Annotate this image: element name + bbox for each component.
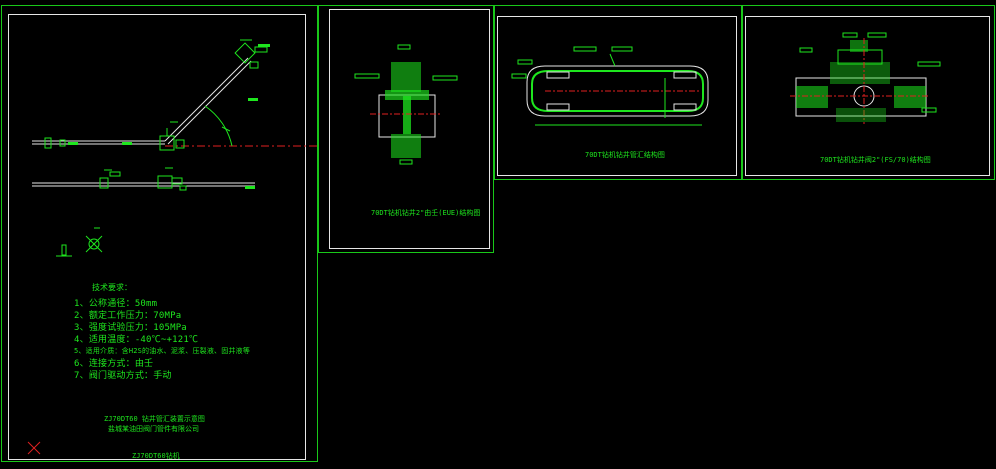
panel-4-caption: 70DT钻机钻井阀2"(FS/70)结构图 [820,156,931,164]
valve-symbols [44,39,268,191]
valve-legend-symbol [56,227,103,257]
schematic-labels [68,44,270,189]
valve-drawing [790,32,941,124]
main-caption-line1: ZJ70DT60 钻井管汇装置示意图 [104,415,205,423]
technical-notes-title: 技术要求： [92,283,132,292]
technical-note-1: 1、公称通径：50mm [74,299,158,309]
technical-note-6: 6、连接方式：由壬 [74,359,154,369]
main-caption-line2: 盐城某油田阀门管件有限公司 [108,425,199,433]
manifold-schematic [32,57,255,187]
panel-4-frame [742,5,995,180]
main-sheet-border [8,14,306,460]
main-footer-label: ZJ70DT60钻机 [132,452,180,460]
angle-arc [204,105,233,147]
technical-note-5: 5、适用介质：含H2S的油水、泥浆、压裂液、固井液等 [74,347,251,355]
technical-note-7: 7、阀门驱动方式：手动 [74,371,172,381]
panel-4-border [745,16,990,176]
panel-2-border [329,9,490,249]
panel-2-frame [318,5,494,253]
panel-3-frame [494,5,742,180]
panel-3-caption: 70DT钻机钻井管汇结构图 [585,151,665,159]
technical-note-4: 4、适用温度：-40℃~+121℃ [74,335,199,345]
panel-3-border [497,16,737,176]
ucs-cross-icon [27,441,41,455]
technical-note-2: 2、额定工作压力：70MPa [74,311,182,321]
technical-note-3: 3、强度试验压力：105MPa [74,323,187,333]
manifold-pipe-drawing [511,46,709,126]
panel-2-caption: 70DT钻机钻井2"由壬(EUE)结构图 [371,209,481,217]
union-drawing [354,44,458,165]
main-sheet-frame [1,5,318,462]
